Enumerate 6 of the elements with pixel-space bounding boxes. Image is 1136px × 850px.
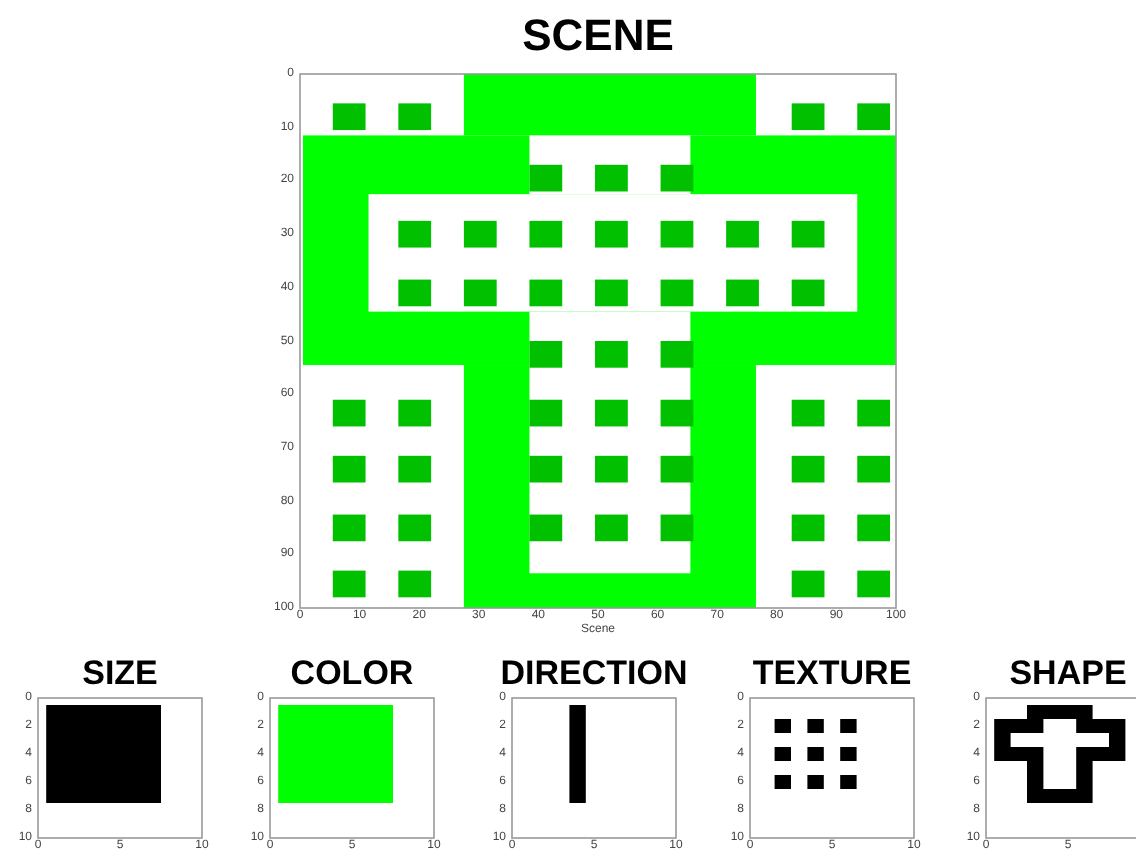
plot-title: SHAPE: [1009, 654, 1127, 694]
plot-title: SCENE: [522, 10, 674, 62]
plot-title: COLOR: [290, 654, 414, 694]
plot-title: DIRECTION: [500, 654, 688, 692]
plot-title: TEXTURE: [752, 654, 912, 694]
plot-title: SIZE: [82, 654, 158, 694]
